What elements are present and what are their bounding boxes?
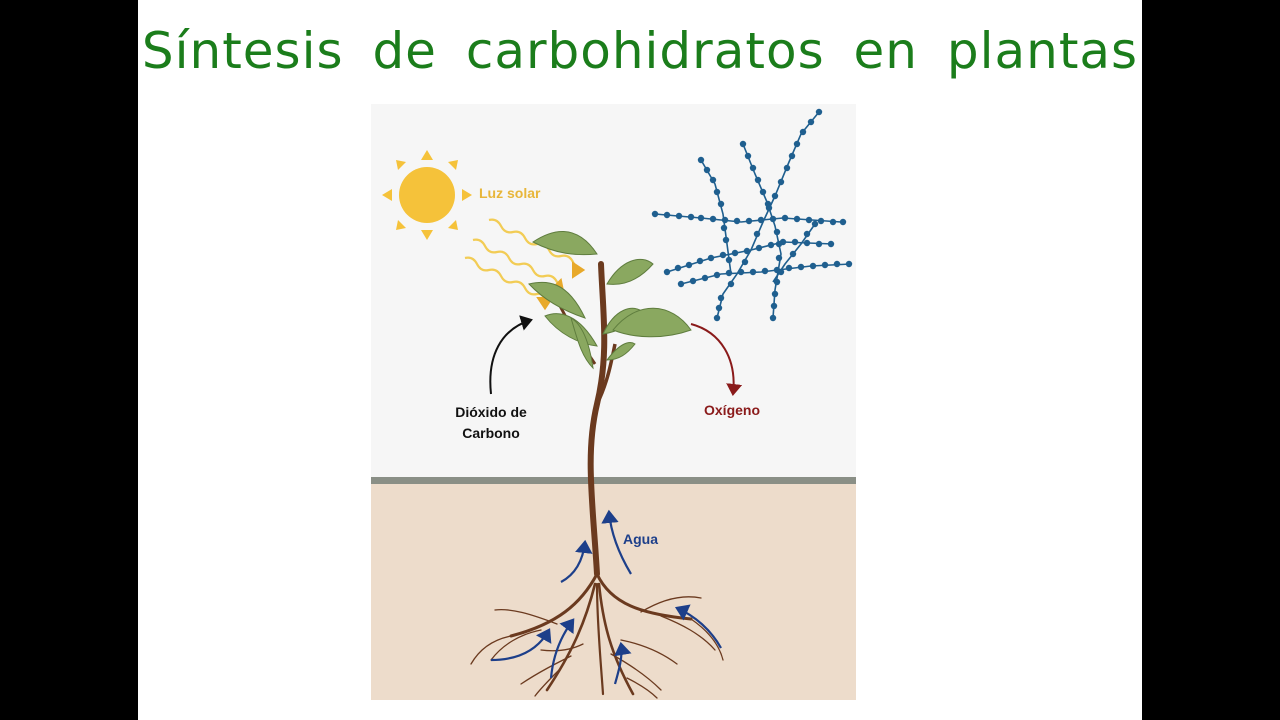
- slide: Síntesis de carbohidratos en plantas: [138, 0, 1142, 720]
- water-label: Agua: [623, 531, 658, 547]
- plant-icon: [528, 231, 692, 577]
- co2-arrow: [489, 315, 533, 395]
- carbon-dioxide-label-line2: Carbono: [462, 425, 520, 441]
- slide-title: Síntesis de carbohidratos en plantas: [141, 22, 1139, 80]
- sun-icon: [382, 150, 472, 240]
- oxygen-label: Oxígeno: [704, 402, 761, 418]
- oxygen-arrow: [690, 323, 743, 396]
- carbon-dioxide-label-line1: Dióxido de: [455, 404, 527, 420]
- water-arrows: [490, 509, 722, 685]
- roots-icon: [470, 572, 724, 699]
- photosynthesis-diagram: Luz solar Dióxido de Carbono Oxígeno Agu…: [371, 104, 856, 700]
- carbon-dioxide-label: Dióxido de Carbono: [441, 402, 541, 444]
- carbohydrate-molecule-icon: [651, 108, 853, 322]
- ground-line: [371, 477, 856, 484]
- diagram-canvas: [371, 104, 856, 700]
- sunlight-label: Luz solar: [479, 185, 541, 201]
- soil-area: [371, 478, 856, 700]
